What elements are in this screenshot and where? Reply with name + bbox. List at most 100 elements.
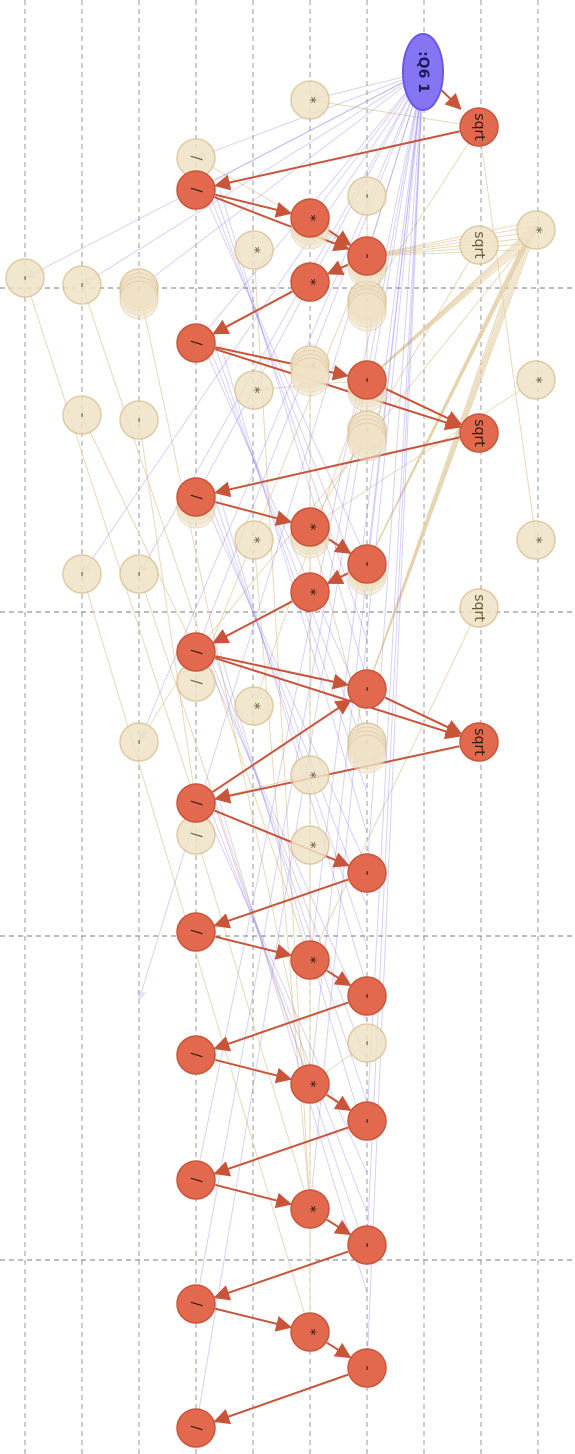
chain-op-node[interactable]: * <box>290 940 330 980</box>
faint-op-node[interactable]: * <box>234 370 274 410</box>
chain-edge <box>213 436 460 498</box>
root-edge <box>213 342 368 794</box>
chain-op-node[interactable]: - <box>347 544 387 584</box>
chain-op-node-label: sqrt <box>471 419 487 447</box>
root-edge <box>219 651 368 1143</box>
faint-op-node[interactable]: - <box>62 265 102 305</box>
chain-op-node-circle <box>176 170 216 210</box>
faint-op-node[interactable]: * <box>234 686 274 726</box>
chain-op-node[interactable]: / <box>176 632 216 672</box>
faint-op-node[interactable]: * <box>516 360 556 400</box>
chain-edge <box>215 193 293 218</box>
faint-edge <box>81 414 197 653</box>
chain-op-node[interactable]: - <box>347 853 387 893</box>
chain-op-node[interactable]: - <box>347 236 387 276</box>
chain-op-node-circle <box>290 198 330 238</box>
chain-op-node[interactable]: / <box>176 1035 216 1075</box>
faint-op-node[interactable]: - <box>119 722 159 762</box>
faint-op-node[interactable]: / <box>176 138 216 178</box>
chain-op-node[interactable]: - <box>347 360 387 400</box>
chain-op-node-circle <box>176 477 216 517</box>
faint-op-node[interactable]: * <box>290 755 330 795</box>
chain-op-node[interactable]: * <box>290 1064 330 1104</box>
chain-op-node[interactable]: * <box>290 198 330 238</box>
faint-op-node[interactable]: - <box>119 400 159 440</box>
chain-op-node-label: - <box>359 1118 375 1123</box>
chain-op-node[interactable]: / <box>176 783 216 823</box>
chain-op-node[interactable]: / <box>176 1408 216 1448</box>
faint-op-node[interactable]: * <box>290 80 330 120</box>
chain-op-node-circle <box>176 783 216 823</box>
chain-edge <box>213 1250 349 1301</box>
faint-op-node[interactable]: - <box>119 554 159 594</box>
chain-op-node[interactable]: * <box>290 1189 330 1229</box>
chain-op-node[interactable]: / <box>176 170 216 210</box>
root-edge <box>362 71 424 1369</box>
chain-op-node[interactable]: sqrt <box>459 722 499 762</box>
chain-edge <box>215 501 293 526</box>
root-edge <box>81 71 424 575</box>
faint-op-node[interactable]: - <box>62 554 102 594</box>
chain-op-node[interactable]: - <box>347 669 387 709</box>
chain-op-node-circle <box>347 976 387 1016</box>
faint-edge <box>366 249 521 690</box>
faint-op-node[interactable]: - <box>347 1023 387 1063</box>
chain-op-node[interactable]: / <box>176 477 216 517</box>
root-node[interactable]: :Q6 1 <box>402 33 444 111</box>
chain-op-node[interactable]: - <box>347 1225 387 1265</box>
root-edge <box>362 71 424 1122</box>
chain-op-node[interactable]: - <box>347 1101 387 1141</box>
faint-op-node-label: - <box>74 282 90 287</box>
root-edge <box>305 71 424 1210</box>
faint-op-node[interactable]: - <box>347 176 387 216</box>
faint-edge <box>309 607 480 961</box>
chain-op-node[interactable]: / <box>176 323 216 363</box>
faint-op-node[interactable]: - <box>5 258 45 298</box>
faint-op-node-label: sqrt <box>471 594 487 622</box>
chain-op-node-circle <box>347 1101 387 1141</box>
faint-op-node[interactable]: - <box>62 395 102 435</box>
faint-op-node[interactable]: * <box>290 825 330 865</box>
faint-op-node-circle <box>62 554 102 594</box>
chain-edge <box>213 1126 349 1177</box>
faint-op-node[interactable]: * <box>234 230 274 270</box>
chain-op-node[interactable]: / <box>176 1160 216 1200</box>
chain-op-node-circle <box>459 107 499 147</box>
chain-op-node-label: * <box>302 1329 318 1336</box>
faint-edge <box>366 249 521 565</box>
faint-op-node[interactable]: * <box>516 520 556 560</box>
chain-op-node[interactable]: / <box>176 1284 216 1324</box>
chain-op-node-circle <box>176 1408 216 1448</box>
faint-op-node[interactable]: * <box>516 210 556 250</box>
chain-op-node[interactable]: sqrt <box>459 413 499 453</box>
chain-op-node[interactable]: - <box>347 1348 387 1388</box>
chain-op-node-circle <box>176 912 216 952</box>
chain-edge <box>213 878 349 929</box>
chain-op-node[interactable]: * <box>290 507 330 547</box>
chain-op-node-label: * <box>302 1206 318 1213</box>
faint-op-node-circle <box>290 825 330 865</box>
faint-op-node-label: / <box>188 156 204 161</box>
faint-op-node-circle <box>347 1023 387 1063</box>
faint-op-node[interactable]: * <box>234 520 274 560</box>
root-edge <box>207 496 368 908</box>
faint-op-node-label: / <box>188 833 204 838</box>
faint-edge <box>195 255 369 683</box>
faint-op-node-circle <box>290 755 330 795</box>
chain-op-node[interactable]: / <box>176 912 216 952</box>
faint-op-node[interactable]: sqrt <box>459 588 499 628</box>
chain-op-node[interactable]: * <box>290 572 330 612</box>
faint-edge <box>366 249 521 381</box>
chain-op-node[interactable]: sqrt <box>459 107 499 147</box>
chain-op-node[interactable]: * <box>290 1312 330 1352</box>
chain-op-node-label: - <box>359 686 375 691</box>
chain-op-node[interactable]: * <box>290 262 330 302</box>
chain-op-node-label: - <box>359 377 375 382</box>
faint-op-node[interactable]: sqrt <box>459 225 499 265</box>
chain-edge <box>215 1058 293 1084</box>
chain-op-node[interactable]: - <box>347 976 387 1016</box>
faint-op-node-circle <box>234 370 274 410</box>
faint-op-node-label: - <box>131 417 147 422</box>
faint-op-node-label: * <box>528 227 544 234</box>
chain-edge <box>326 1218 352 1236</box>
